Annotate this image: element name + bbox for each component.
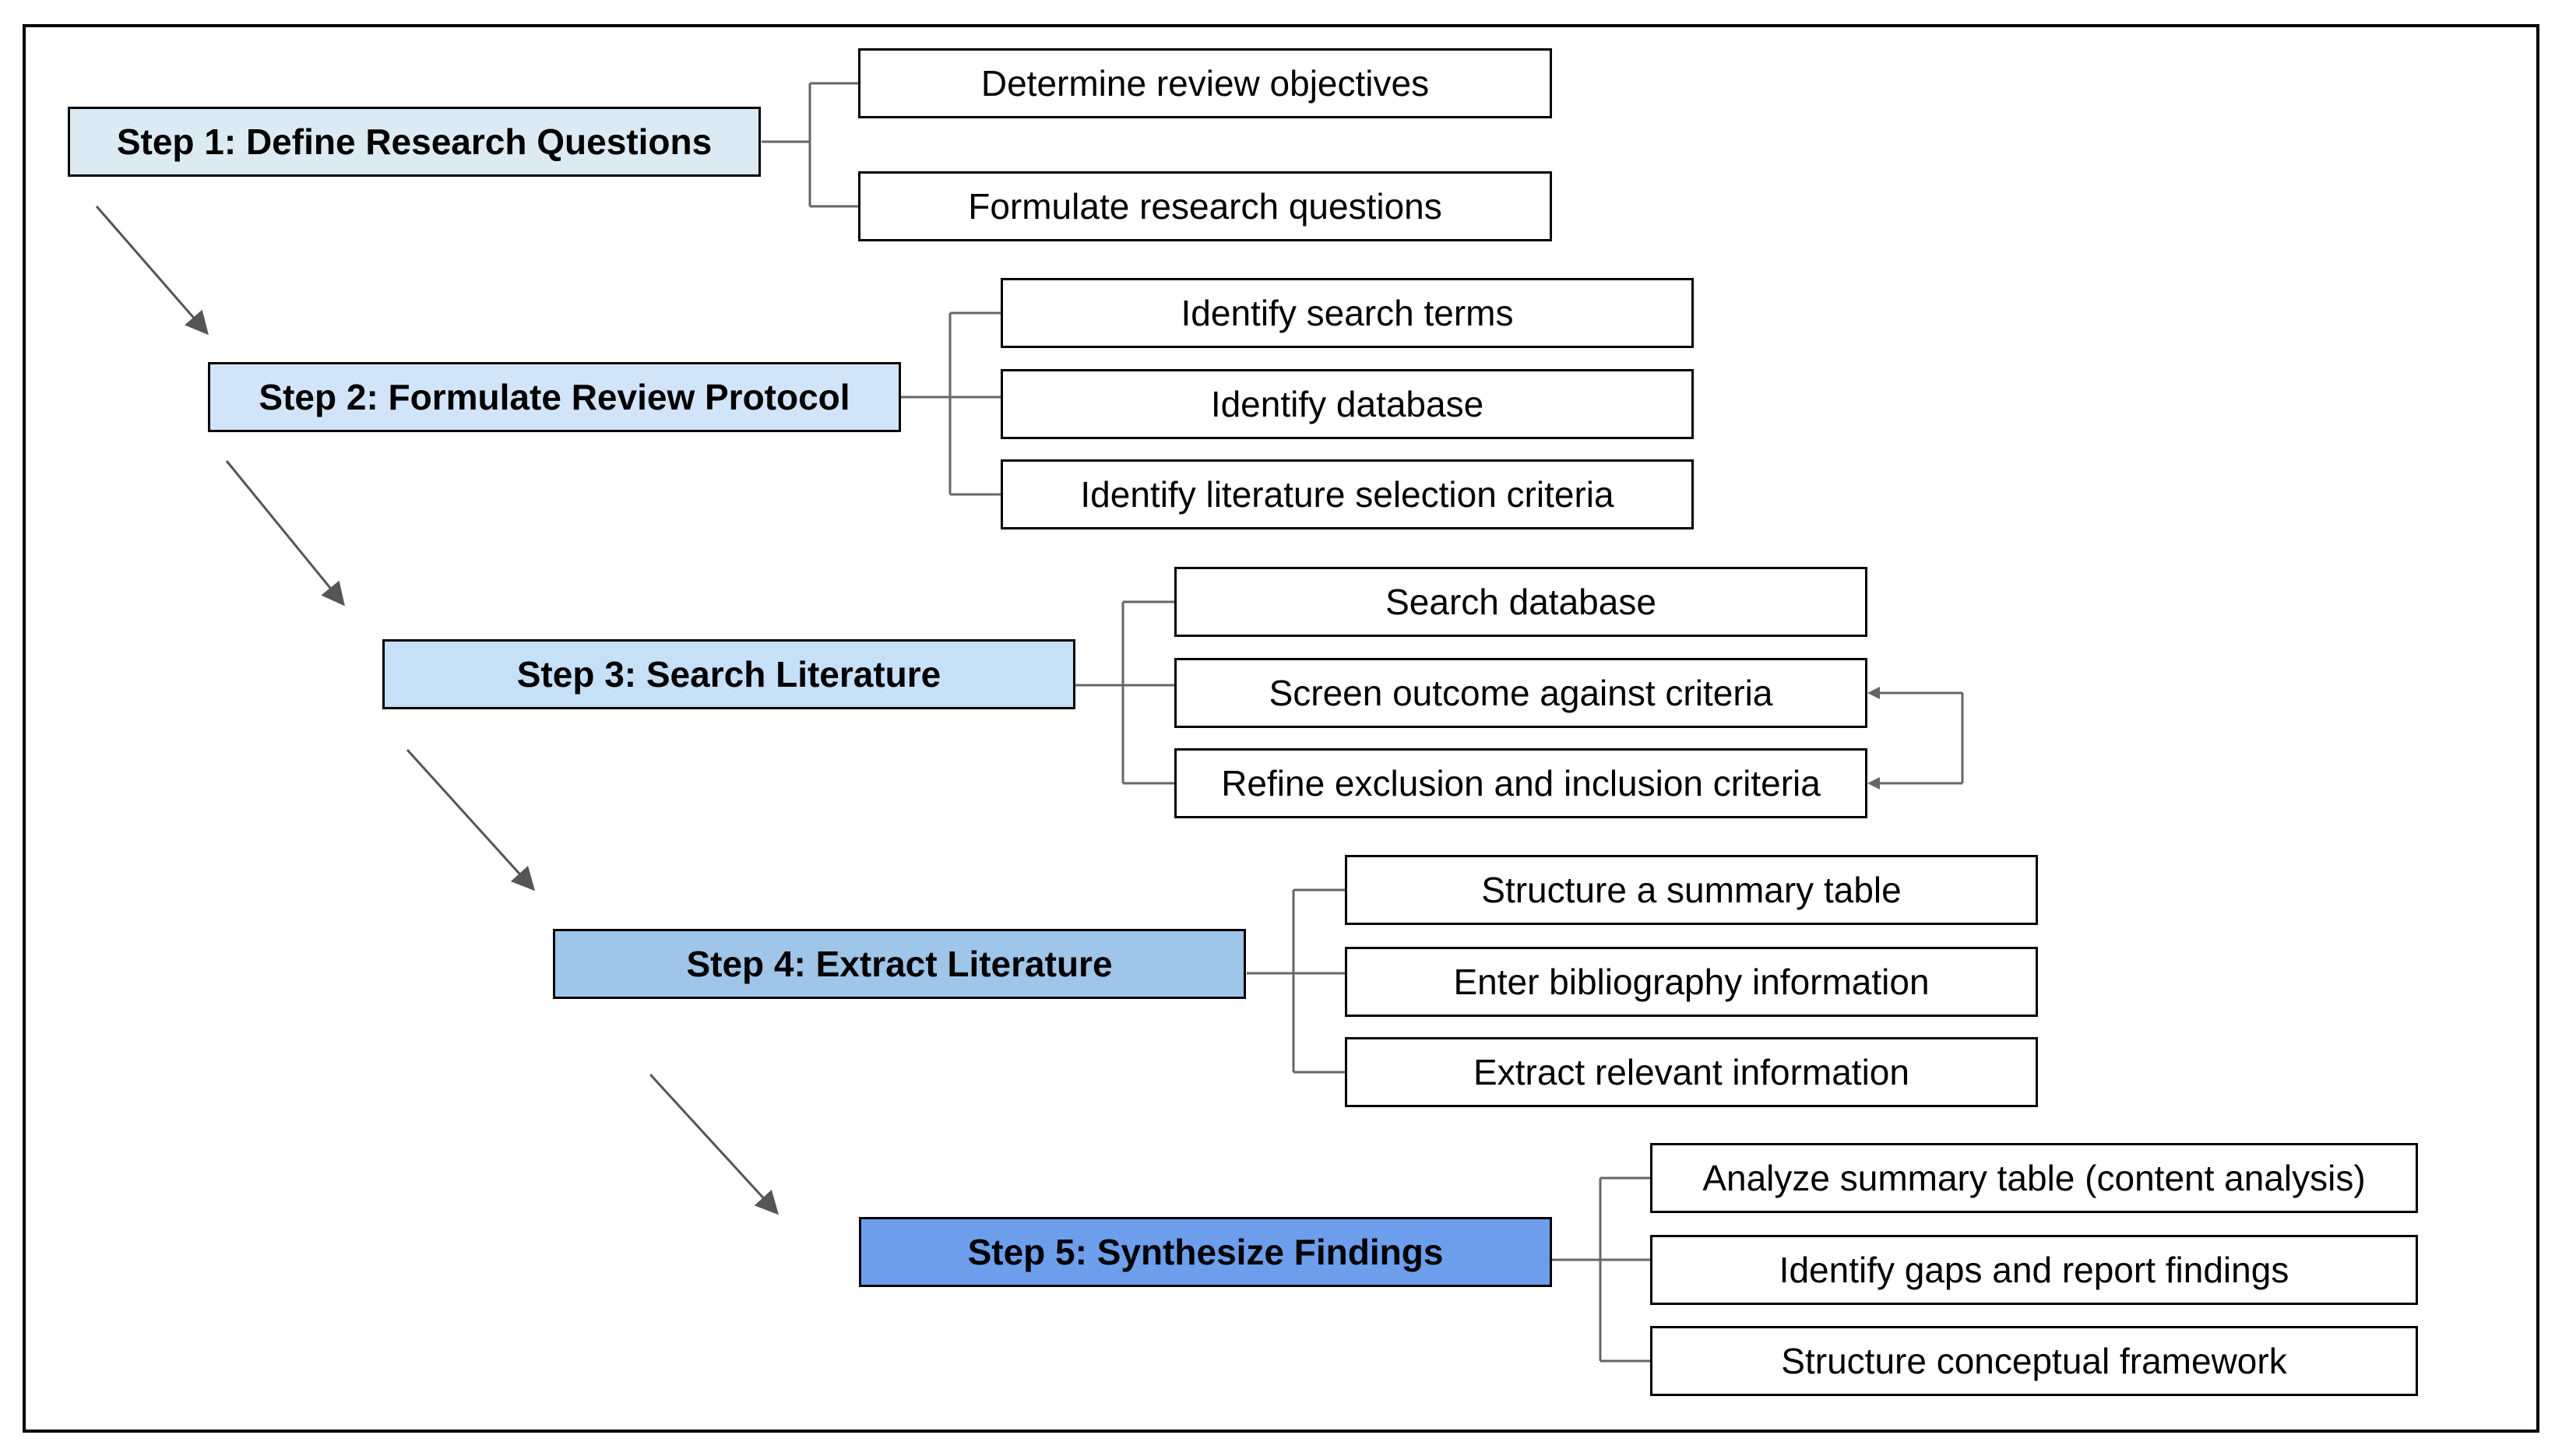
step-1-item-1: Determine review objectives bbox=[858, 48, 1552, 118]
arrow-step-4-to-5 bbox=[649, 1073, 780, 1215]
step-4-item-1: Structure a summary table bbox=[1345, 855, 2038, 925]
arrow-step-3-to-4 bbox=[406, 748, 536, 892]
step-2-item-3: Identify literature selection criteria bbox=[1001, 459, 1694, 529]
diagram-frame bbox=[23, 24, 2539, 1433]
arrow-step-1-to-2 bbox=[95, 206, 209, 336]
feedback-loop bbox=[1867, 687, 1964, 790]
step-1-box: Step 1: Define Research Questions bbox=[68, 107, 761, 177]
step-3-item-1: Search database bbox=[1174, 567, 1867, 637]
step-4-item-3: Extract relevant information bbox=[1345, 1037, 2038, 1107]
step-4-box: Step 4: Extract Literature bbox=[553, 929, 1246, 999]
step-5-item-2: Identify gaps and report findings bbox=[1650, 1235, 2418, 1305]
step-3-bracket bbox=[1075, 600, 1174, 785]
step-5-box: Step 5: Synthesize Findings bbox=[859, 1217, 1552, 1287]
step-1-item-2: Formulate research questions bbox=[858, 171, 1552, 241]
step-5-bracket bbox=[1552, 1176, 1650, 1363]
arrow-step-2-to-3 bbox=[225, 460, 345, 607]
step-3-item-2: Screen outcome against criteria bbox=[1174, 658, 1867, 728]
step-4-item-2: Enter bibliography information bbox=[1345, 947, 2038, 1017]
step-3-item-3: Refine exclusion and inclusion criteria bbox=[1174, 748, 1867, 818]
step-3-box: Step 3: Search Literature bbox=[382, 639, 1075, 709]
step-2-box: Step 2: Formulate Review Protocol bbox=[208, 362, 901, 432]
step-2-bracket bbox=[901, 311, 1001, 496]
step-4-bracket bbox=[1247, 888, 1345, 1074]
step-2-item-2: Identify database bbox=[1001, 369, 1694, 439]
step-2-item-1: Identify search terms bbox=[1001, 278, 1694, 348]
step-5-item-1: Analyze summary table (content analysis) bbox=[1650, 1143, 2418, 1213]
step-5-item-3: Structure conceptual framework bbox=[1650, 1326, 2418, 1396]
step-1-bracket bbox=[762, 82, 858, 208]
